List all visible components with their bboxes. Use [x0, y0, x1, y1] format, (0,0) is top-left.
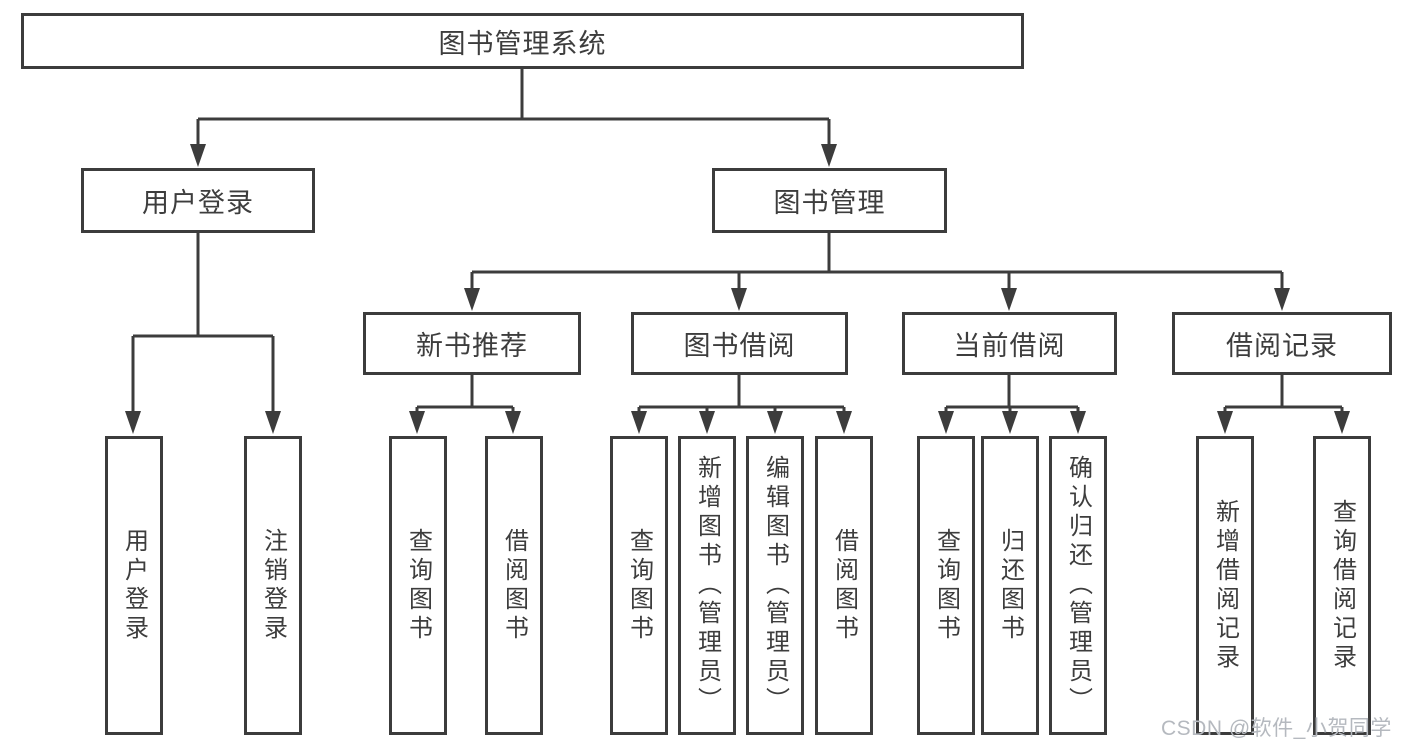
leaf-borrow-books-borrowing: 借阅图书	[815, 436, 873, 735]
arrowheads	[125, 144, 1350, 434]
leaf-query-books-recommend: 查询图书	[389, 436, 447, 735]
leaf-add-books-admin: 新增图书（管理员）	[678, 436, 736, 735]
node-book-borrowing: 图书借阅	[631, 312, 848, 375]
node-borrow-records: 借阅记录	[1172, 312, 1392, 375]
node-new-book-recommendation: 新书推荐	[363, 312, 581, 375]
leaf-query-books-current: 查询图书	[917, 436, 975, 735]
leaf-confirm-return-admin: 确认归还（管理员）	[1049, 436, 1107, 735]
leaf-logout: 注销登录	[244, 436, 302, 735]
leaf-user-login: 用户登录	[105, 436, 163, 735]
leaf-return-books: 归还图书	[981, 436, 1039, 735]
leaf-query-books-borrowing: 查询图书	[610, 436, 668, 735]
leaf-edit-books-admin: 编辑图书（管理员）	[746, 436, 804, 735]
node-user-login-branch: 用户登录	[81, 168, 315, 233]
leaf-add-borrow-record: 新增借阅记录	[1196, 436, 1254, 735]
leaf-borrow-books-recommend: 借阅图书	[485, 436, 543, 735]
node-library-management-system: 图书管理系统	[21, 13, 1024, 69]
leaf-query-borrow-record: 查询借阅记录	[1313, 436, 1371, 735]
csdn-watermark: CSDN @软件_小贺同学	[1161, 717, 1392, 740]
node-book-management-branch: 图书管理	[712, 168, 947, 233]
node-current-borrowing: 当前借阅	[902, 312, 1117, 375]
